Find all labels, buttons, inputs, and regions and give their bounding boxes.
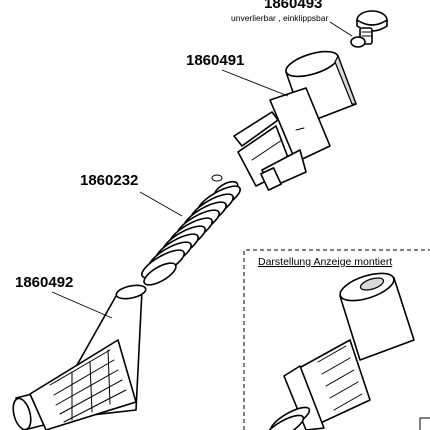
- leader-1860492: [51, 291, 113, 319]
- part-1860493-cap: [350, 10, 388, 48]
- part-number-1860491: 1860491: [186, 52, 244, 69]
- part-number-1860232: 1860232: [80, 172, 138, 189]
- part-number-1860492: 1860492: [15, 274, 73, 291]
- leader-1860491: [221, 69, 289, 97]
- part-note-1860493: unverlierbar , einklippsbar: [231, 13, 328, 23]
- leader-1860493: [329, 21, 353, 37]
- inset-title: Darstellung Anzeige montiert: [258, 256, 392, 268]
- part-1860232-spring: [141, 174, 241, 286]
- part-1860492-plunger: [12, 284, 147, 430]
- corner-mark: [419, 417, 430, 430]
- leader-1860232: [139, 191, 183, 217]
- inset-frame: [243, 249, 430, 430]
- inset-assembled-indicator: [263, 272, 415, 430]
- part-number-1860493: 1860493: [264, 0, 322, 12]
- part-1860491-sleeve: [233, 50, 357, 191]
